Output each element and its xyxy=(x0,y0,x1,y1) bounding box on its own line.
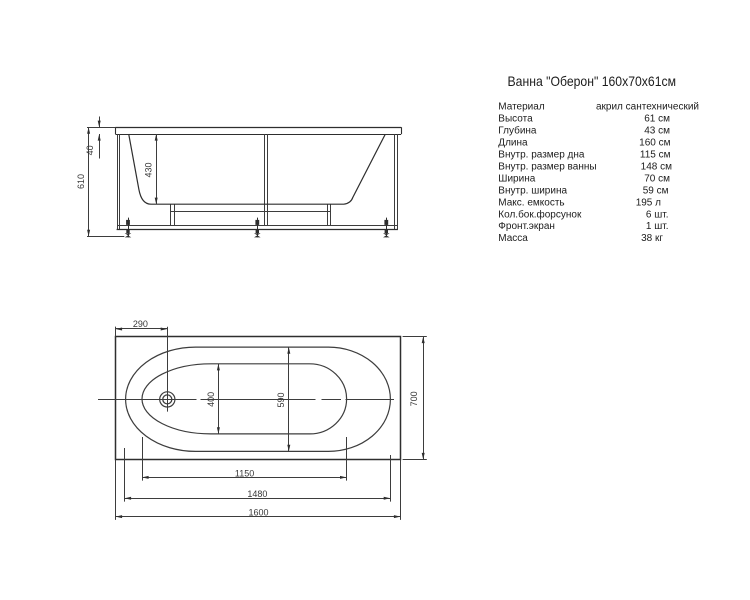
svg-text:Внутр. размер ванны: Внутр. размер ванны xyxy=(498,161,596,172)
svg-text:38 кг: 38 кг xyxy=(641,233,663,244)
svg-text:Глубина: Глубина xyxy=(498,125,537,137)
svg-text:70 см: 70 см xyxy=(644,173,670,184)
svg-text:Макс. емкость: Макс. емкость xyxy=(498,197,564,208)
svg-text:Внутр. ширина: Внутр. ширина xyxy=(498,185,567,196)
svg-text:160 см: 160 см xyxy=(639,138,670,149)
svg-text:115 см: 115 см xyxy=(640,150,671,161)
svg-text:Кол.бок.форсунок: Кол.бок.форсунок xyxy=(498,208,582,220)
svg-text:610: 610 xyxy=(76,174,86,189)
svg-text:61 см: 61 см xyxy=(644,114,670,125)
svg-text:Фронт.экран: Фронт.экран xyxy=(498,221,555,232)
svg-text:590: 590 xyxy=(276,392,286,407)
svg-text:40: 40 xyxy=(85,145,95,155)
svg-text:400: 400 xyxy=(206,392,216,407)
svg-text:1480: 1480 xyxy=(247,489,267,499)
svg-text:Материал: Материал xyxy=(498,102,545,113)
svg-text:Ширина: Ширина xyxy=(498,173,535,184)
svg-text:1150: 1150 xyxy=(235,468,254,478)
svg-text:290: 290 xyxy=(133,319,148,329)
svg-text:700: 700 xyxy=(409,391,419,406)
svg-text:Высота: Высота xyxy=(498,114,533,125)
svg-text:59 см: 59 см xyxy=(643,185,669,196)
svg-text:Внутр. размер дна: Внутр. размер дна xyxy=(498,150,585,161)
svg-text:195 л: 195 л xyxy=(636,197,661,208)
svg-text:6 шт.: 6 шт. xyxy=(646,209,669,220)
svg-text:148 см: 148 см xyxy=(641,161,672,172)
svg-text:Длина: Длина xyxy=(498,138,528,149)
svg-text:43 см: 43 см xyxy=(644,126,670,137)
svg-text:Ванна "Оберон" 160х70х61см: Ванна "Оберон" 160х70х61см xyxy=(508,73,677,89)
svg-text:1600: 1600 xyxy=(248,508,268,518)
svg-text:1 шт.: 1 шт. xyxy=(646,221,669,232)
svg-text:Масса: Масса xyxy=(498,233,528,244)
svg-text:акрил сантехнический: акрил сантехнический xyxy=(596,102,699,113)
svg-text:430: 430 xyxy=(143,162,153,177)
